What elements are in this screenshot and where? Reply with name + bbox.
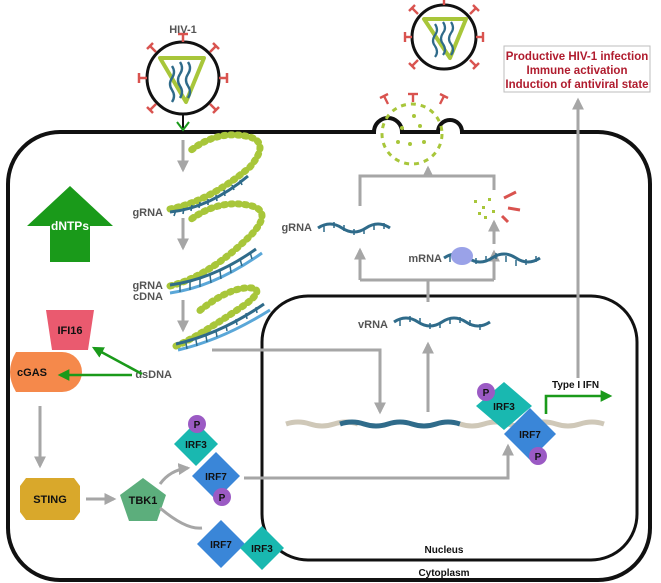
- dntps-label: dNTPs: [51, 219, 89, 233]
- nucleus-label: Nucleus: [425, 545, 464, 556]
- cdna-label: cDNA: [133, 291, 163, 303]
- vrna-label: vRNA: [358, 319, 388, 331]
- ifi16-label: IFI16: [57, 325, 82, 337]
- p-label-1: P: [194, 420, 201, 431]
- viral-proteins: [474, 190, 521, 224]
- irf7-unphospho: [197, 520, 245, 568]
- type1-ifn-label: Type I IFN: [552, 380, 599, 391]
- ribosome: [451, 247, 473, 265]
- cytoplasm-label: Cytoplasm: [418, 568, 469, 579]
- irf7-label-nuc: IRF7: [519, 430, 541, 441]
- irf3-label-1: IRF3: [185, 440, 207, 451]
- grna-cdna-complex: [166, 200, 266, 295]
- cgas-label: cGAS: [17, 367, 47, 379]
- irf3-label-2: IRF3: [251, 544, 273, 555]
- irf3-phospho-cyto: [174, 415, 218, 466]
- integrated-provirus: [285, 419, 605, 429]
- hiv1-label: HIV-1: [169, 24, 197, 36]
- outcome-3: Induction of antiviral state: [505, 79, 648, 91]
- dntps-up-arrow: [27, 186, 113, 262]
- sting-label: STING: [33, 494, 67, 506]
- irf3-unphospho: [240, 526, 284, 570]
- hiv-virion-entry: [137, 32, 229, 132]
- cell-membrane: [6, 116, 652, 582]
- outcome-1: Productive HIV-1 infection: [506, 51, 649, 63]
- irf3-label-nuc: IRF3: [493, 402, 515, 413]
- tbk1-kinase: [120, 478, 166, 521]
- grna-label-2: gRNA: [132, 280, 163, 292]
- vrna-strand: [393, 316, 491, 328]
- sting-adaptor: [20, 478, 80, 520]
- ifi16-sensor: [46, 310, 94, 350]
- irf7-phospho-cyto: [192, 452, 240, 506]
- p-label-nuc-1: P: [483, 388, 490, 399]
- budding-virion: [379, 92, 449, 166]
- tbk1-label: TBK1: [129, 495, 158, 507]
- outcome-2: Immune activation: [527, 65, 628, 77]
- irf7-label-1: IRF7: [205, 472, 227, 483]
- dsdna-complex: [172, 284, 271, 352]
- dsdna-label: dsDNA: [135, 369, 172, 381]
- p-label-2: P: [219, 493, 226, 504]
- cgas-sensor: [10, 352, 82, 392]
- grna-capsid-1: [166, 131, 264, 217]
- mrna-label: mRNA: [408, 253, 442, 265]
- outcomes-box: [503, 45, 651, 93]
- hiv-virion-released: [403, 0, 485, 71]
- p-label-nuc-2: P: [535, 452, 542, 463]
- irf7-label-2: IRF7: [210, 540, 232, 551]
- irf3-irf7-nuclear-complex: [476, 382, 556, 465]
- grna-out-label: gRNA: [281, 222, 312, 234]
- nucleus-membrane: [260, 294, 639, 562]
- grna-label-1: gRNA: [132, 207, 163, 219]
